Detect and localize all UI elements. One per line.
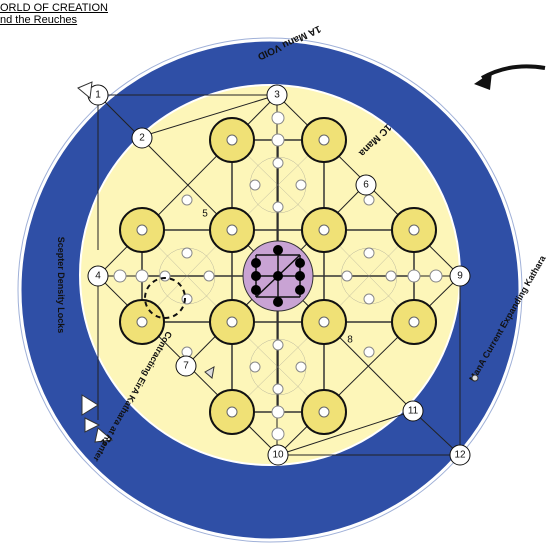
point-4: 4 [95, 271, 101, 282]
point-12: 12 [454, 450, 466, 461]
small-dot-marker [472, 375, 478, 381]
scepter-label: Scepter Density Locks [56, 237, 66, 334]
arrow-head-icon [474, 72, 492, 90]
point-9: 9 [457, 271, 463, 282]
point-3: 3 [274, 90, 280, 101]
point-6: 6 [363, 180, 369, 191]
point-11: 11 [408, 406, 419, 417]
point-7: 7 [183, 361, 189, 372]
point-10: 10 [272, 450, 284, 461]
point-1: 1 [95, 90, 101, 101]
point-5: 5 [202, 209, 208, 220]
point-8: 8 [347, 335, 353, 346]
point-2: 2 [139, 133, 145, 144]
triangle-marker [78, 82, 92, 98]
